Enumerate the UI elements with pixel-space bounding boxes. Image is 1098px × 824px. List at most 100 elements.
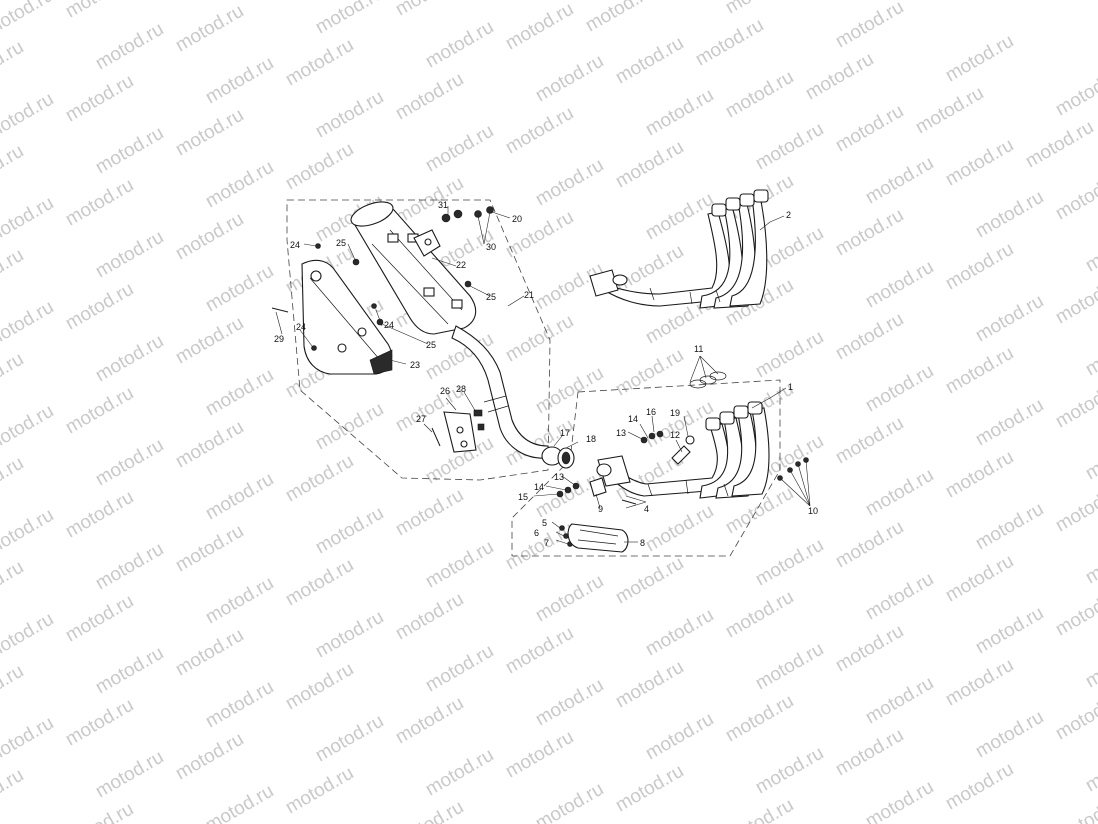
callout-5: 5 — [542, 518, 547, 528]
watermark-text-7: motod.ru — [692, 15, 767, 71]
watermark-text-36: motod.ru — [832, 205, 907, 261]
watermark-text-6: motod.ru — [582, 0, 657, 36]
callout-11: 11 — [694, 344, 703, 354]
watermark-text-14: motod.ru — [612, 33, 687, 89]
watermark-text-187: motod.ru — [202, 781, 277, 824]
watermark-text-179: motod.ru — [0, 661, 27, 717]
watermark-text-59: motod.ru — [832, 309, 907, 365]
watermark-text-122: motod.ru — [172, 417, 247, 473]
callout-31: 31 — [438, 200, 448, 210]
callout-13-lower: 13 — [554, 472, 564, 482]
watermark-text-15: motod.ru — [722, 67, 797, 123]
watermark-text-25: motod.ru — [862, 153, 937, 209]
watermark-text-51: motod.ru — [0, 37, 27, 93]
watermark-text-50: motod.ru — [1082, 325, 1098, 381]
watermark-text-160: motod.ru — [532, 675, 607, 731]
watermark-text-19: motod.ru — [202, 0, 277, 4]
watermark-text-84: motod.ru — [1052, 481, 1098, 537]
watermark-text-130: motod.ru — [1052, 689, 1098, 745]
watermark-text-75: motod.ru — [62, 175, 137, 231]
watermark-text-178: motod.ru — [532, 779, 607, 824]
watermark-text-134: motod.ru — [202, 469, 277, 525]
callout-2: 2 — [786, 210, 791, 220]
watermark-text-60: motod.ru — [942, 343, 1017, 399]
watermark-text-146: motod.ru — [282, 555, 357, 611]
watermark-text-8: motod.ru — [802, 49, 877, 105]
watermark-text-145: motod.ru — [172, 521, 247, 577]
watermark-text-142: motod.ru — [1082, 741, 1098, 797]
callout-20: 20 — [512, 214, 522, 224]
callout-29: 29 — [274, 334, 284, 344]
watermark-text-155: motod.ru — [0, 505, 57, 561]
watermark-text-176: motod.ru — [312, 711, 387, 767]
watermark-text-86: motod.ru — [0, 193, 57, 249]
front-pipe-cover — [567, 523, 629, 553]
watermark-text-5: motod.ru — [472, 0, 547, 2]
watermark-text-123: motod.ru — [282, 451, 357, 507]
silencer-body — [350, 201, 477, 335]
watermark-text-173: motod.ru — [0, 609, 57, 665]
watermark-text-124: motod.ru — [392, 485, 467, 541]
callout-24-left: 24 — [296, 322, 306, 332]
watermark-text-65: motod.ru — [202, 157, 277, 213]
watermark-text-109: motod.ru — [0, 297, 57, 353]
watermark-text-63: motod.ru — [0, 89, 57, 145]
watermark-text-45: motod.ru — [532, 155, 607, 211]
callout-9: 9 — [598, 504, 603, 514]
watermark-text-186: motod.ru — [92, 747, 167, 803]
watermark-text-3: motod.ru — [942, 31, 1017, 87]
watermark-text-132: motod.ru — [0, 401, 57, 457]
watermark-text-118: motod.ru — [972, 603, 1047, 659]
watermark-text-127: motod.ru — [722, 587, 797, 643]
watermark-text-135: motod.ru — [312, 503, 387, 559]
watermark-text-151: motod.ru — [832, 725, 907, 781]
connector-gasket — [541, 446, 575, 469]
callout-22: 22 — [456, 260, 466, 270]
watermark-text-74: motod.ru — [0, 141, 27, 197]
watermark-text-53: motod.ru — [172, 105, 247, 161]
watermark-text-180: motod.ru — [62, 695, 137, 751]
watermark-text-148: motod.ru — [502, 623, 577, 679]
callout-16: 16 — [646, 407, 656, 417]
silencer-group-boundary — [286, 199, 551, 481]
watermark-text-37: motod.ru — [942, 239, 1017, 295]
watermark-text-54: motod.ru — [282, 139, 357, 195]
watermark-text-170: motod.ru — [612, 761, 687, 817]
watermark-text-137: motod.ru — [532, 571, 607, 627]
watermark-text-126: motod.ru — [612, 553, 687, 609]
watermark-text-168: motod.ru — [392, 693, 467, 749]
watermark-text-141: motod.ru — [972, 707, 1047, 763]
callout-1: 1 — [788, 382, 793, 392]
watermark-text-49: motod.ru — [972, 291, 1047, 347]
callout-4: 4 — [644, 504, 649, 514]
watermark-text-152: motod.ru — [942, 759, 1017, 815]
watermark-text-27: motod.ru — [1082, 221, 1098, 277]
watermark-text-175: motod.ru — [202, 677, 277, 733]
watermark-text-98: motod.ru — [62, 279, 137, 335]
watermark-text-80: motod.ru — [612, 345, 687, 401]
watermark-text-136: motod.ru — [422, 537, 497, 593]
watermark-text-1: motod.ru — [722, 0, 797, 18]
watermark-text-171: motod.ru — [722, 795, 797, 824]
watermark-text-10: motod.ru — [1022, 117, 1097, 173]
watermark-text-125: motod.ru — [502, 519, 577, 575]
watermark-text-71: motod.ru — [862, 361, 937, 417]
watermark-text-61: motod.ru — [1052, 377, 1098, 433]
watermark-text-164: motod.ru — [0, 557, 27, 613]
watermark-text-31: motod.ru — [282, 35, 357, 91]
silencer-bracket — [443, 409, 485, 453]
callout-25-lower: 25 — [426, 340, 436, 350]
watermark-text-162: motod.ru — [752, 743, 827, 799]
watermark-text-163: motod.ru — [862, 777, 937, 824]
watermark-text-150: motod.ru — [722, 691, 797, 747]
watermark-text-17: motod.ru — [942, 135, 1017, 191]
watermark-text-174: motod.ru — [92, 643, 167, 699]
watermark-text-116: motod.ru — [752, 535, 827, 591]
exhaust-header-upper — [589, 189, 769, 309]
callout-24-top: 24 — [290, 240, 300, 250]
watermark-text-12: motod.ru — [392, 0, 467, 20]
watermark-text-138: motod.ru — [642, 605, 717, 661]
watermark-text-189: motod.ru — [62, 799, 137, 824]
watermark-text-144: motod.ru — [62, 487, 137, 543]
